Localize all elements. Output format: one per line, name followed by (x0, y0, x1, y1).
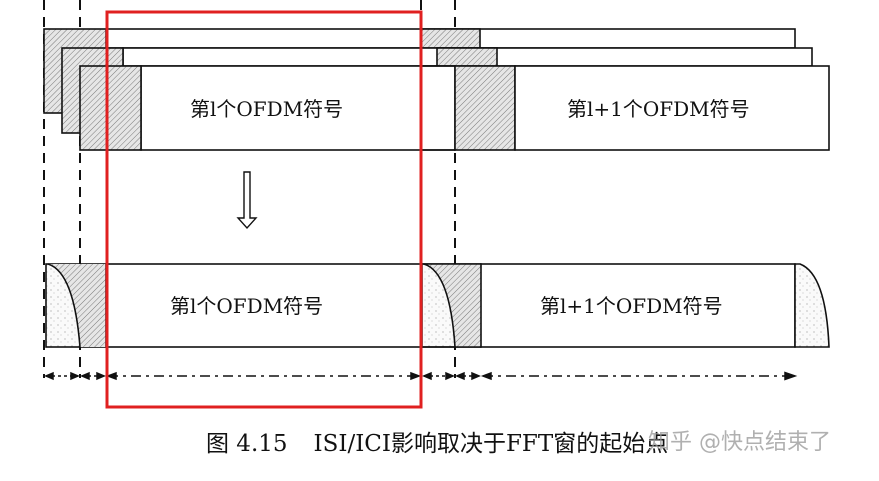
layer3-next-guard-interval (454, 65, 516, 151)
layer1-next-guard-interval (420, 28, 481, 49)
figure-caption: 图 4.15 ISI/ICI影响取决于FFT窗的起始点 (206, 424, 668, 458)
figure-caption-text: ISI/ICI影响取决于FFT窗的起始点 (313, 431, 669, 457)
layer3-symbol-l-body (140, 65, 456, 151)
dimension-arrows (44, 371, 798, 381)
watermark: 知乎 @快点结束了 (648, 430, 831, 455)
bottom-symbol-l1-body (480, 263, 796, 348)
path-layer-3 (79, 65, 830, 151)
down-arrow-icon (236, 171, 258, 230)
bottom-symbol-l-label: 第l个OFDM符号 (170, 294, 323, 318)
layer3-guard-interval (79, 65, 142, 151)
layer3-symbol-l1-body (514, 65, 830, 151)
bottom-symbol-l1-label: 第l+1个OFDM符号 (540, 294, 723, 318)
figure-number: 图 4.15 (206, 431, 288, 457)
bottom-received-symbols: 第l个OFDM符号 第l+1个OFDM符号 (45, 263, 830, 348)
bottom-next-gi-hatch (424, 264, 481, 347)
top-symbol-l1-label: 第l+1个OFDM符号 (567, 97, 750, 121)
fft-window-highlight (105, 10, 423, 409)
top-multipath-symbols: 第l个OFDM符号 第l+1个OFDM符号 (43, 28, 830, 151)
layer2-next-guard-interval (436, 47, 498, 67)
top-symbol-l-label: 第l个OFDM符号 (190, 97, 343, 121)
bottom-trailing-tail (794, 263, 830, 348)
bottom-left-gi-hatch (48, 264, 106, 347)
bottom-symbol-l-body (105, 263, 423, 348)
